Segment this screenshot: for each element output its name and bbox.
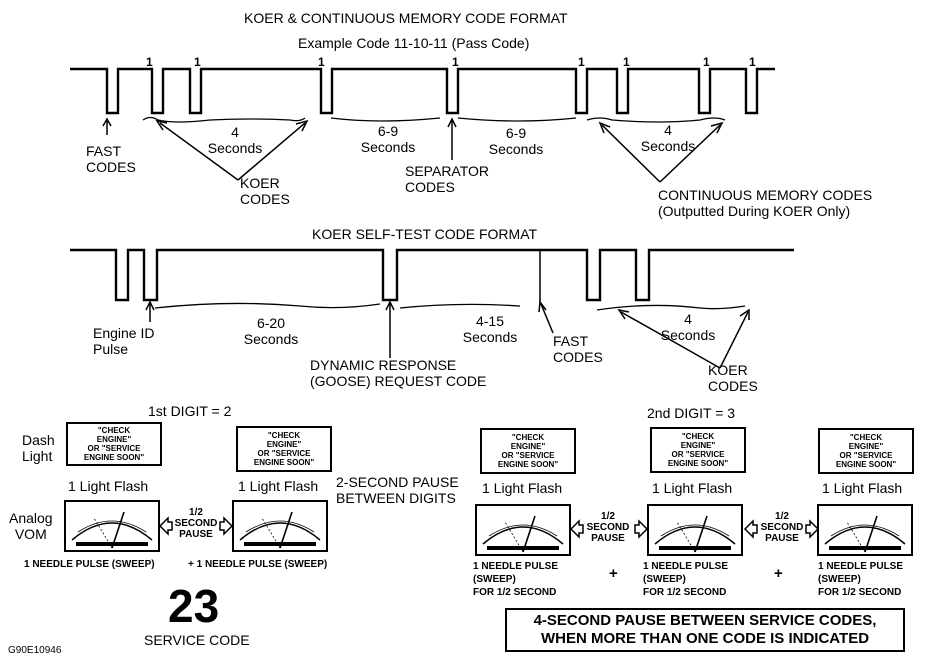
cm-interval-label: 4 Seconds <box>640 122 696 154</box>
check-engine-light: "CHECK ENGINE" OR "SERVICE ENGINE SOON" <box>236 426 332 472</box>
meter-dial-icon <box>239 511 321 549</box>
koer-codes-label-2: KOER CODES <box>708 362 758 394</box>
gap-6-9-label: 6-9 Seconds <box>488 125 544 157</box>
check-engine-light: "CHECK ENGINE" OR "SERVICE ENGINE SOON" <box>650 427 746 473</box>
section2-title: KOER SELF-TEST CODE FORMAT <box>312 226 538 242</box>
dash-light-label: Dash Light <box>22 432 55 464</box>
pulse-label: 1 <box>578 55 585 69</box>
check-engine-light: "CHECK ENGINE" OR "SERVICE ENGINE SOON" <box>480 428 576 474</box>
service-code-number: 23 <box>168 580 220 632</box>
pulse-label: 1 <box>452 55 459 69</box>
service-code-label: SERVICE CODE <box>144 632 250 648</box>
koer-interval-label: 4 Seconds <box>207 124 263 156</box>
plus-sign: + <box>774 565 783 582</box>
needle-pulse-label: 1 NEEDLE PULSE (SWEEP) <box>24 559 155 570</box>
gap-4-15-label: 4-15 Seconds <box>462 313 518 345</box>
pulse-label: 1 <box>623 55 630 69</box>
check-engine-text: "CHECK ENGINE" OR "SERVICE ENGINE SOON" <box>835 433 897 469</box>
check-engine-light: "CHECK ENGINE" OR "SERVICE ENGINE SOON" <box>818 428 914 474</box>
analog-vom-meter <box>64 500 160 552</box>
pulse-label: 1 <box>146 55 153 69</box>
fast-codes-label: FAST CODES <box>86 143 136 175</box>
pulse-label: 1 <box>318 55 325 69</box>
meter-dial-icon <box>824 515 906 553</box>
waveform-koer-self-test <box>70 248 794 302</box>
plus-sign: + <box>609 565 618 582</box>
fast-codes-label-2: FAST CODES <box>553 333 603 365</box>
half-second-pause-label: 1/2 SECOND PAUSE <box>174 507 218 540</box>
half-second-pause-label: 1/2 SECOND PAUSE <box>760 511 804 544</box>
analog-vom-meter <box>232 500 328 552</box>
light-flash-label: 1 Light Flash <box>482 480 563 496</box>
engine-id-label: Engine ID Pulse <box>93 325 155 357</box>
pulse-label: 1 <box>703 55 710 69</box>
gap-6-9-label: 6-9 Seconds <box>360 123 416 155</box>
check-engine-text: "CHECK ENGINE" OR "SERVICE ENGINE SOON" <box>253 431 315 467</box>
figure-id: G90E10946 <box>8 645 62 656</box>
meter-dial-icon <box>71 511 153 549</box>
check-engine-text: "CHECK ENGINE" OR "SERVICE ENGINE SOON" <box>497 433 559 469</box>
meter-dial-icon <box>482 515 564 553</box>
meter-dial-icon <box>654 515 736 553</box>
waveform-koer-continuous <box>70 67 775 115</box>
half-second-pause-label: 1/2 SECOND PAUSE <box>586 511 630 544</box>
analog-vom-meter <box>647 504 743 556</box>
gap-6-20-label: 6-20 Seconds <box>243 315 299 347</box>
light-flash-label: 1 Light Flash <box>652 480 733 496</box>
section1-title: KOER & CONTINUOUS MEMORY CODE FORMAT <box>244 10 568 26</box>
two-second-pause-label: 2-SECOND PAUSE BETWEEN DIGITS <box>336 474 459 506</box>
needle-pulse-label: 1 NEEDLE PULSE (SWEEP) FOR 1/2 SECOND <box>473 561 559 598</box>
continuous-memory-label: CONTINUOUS MEMORY CODES (Outputted Durin… <box>658 187 873 219</box>
section1-subtitle: Example Code 11-10-11 (Pass Code) <box>298 35 530 51</box>
check-engine-light: "CHECK ENGINE" OR "SERVICE ENGINE SOON" <box>66 422 162 466</box>
needle-pulse-label: 1 NEEDLE PULSE (SWEEP) FOR 1/2 SECOND <box>643 561 729 598</box>
needle-pulse-label: + 1 NEEDLE PULSE (SWEEP) <box>188 559 328 570</box>
analog-vom-label: Analog VOM <box>9 510 53 542</box>
light-flash-label: 1 Light Flash <box>238 478 319 494</box>
check-engine-text: "CHECK ENGINE" OR "SERVICE ENGINE SOON" <box>667 432 729 468</box>
light-flash-label: 1 Light Flash <box>68 478 149 494</box>
light-flash-label: 1 Light Flash <box>822 480 903 496</box>
separator-codes-label: SEPARATOR CODES <box>405 163 490 195</box>
second-digit-label: 2nd DIGIT = 3 <box>647 405 736 421</box>
koer-codes-label: KOER CODES <box>240 175 290 207</box>
koer-interval-label-2: 4 Seconds <box>660 311 716 343</box>
needle-pulse-label: 1 NEEDLE PULSE (SWEEP) FOR 1/2 SECOND <box>818 561 904 598</box>
analog-vom-meter <box>475 504 571 556</box>
dynamic-response-label: DYNAMIC RESPONSE (GOOSE) REQUEST CODE <box>310 357 487 389</box>
check-engine-text: "CHECK ENGINE" OR "SERVICE ENGINE SOON" <box>83 426 145 462</box>
first-digit-label: 1st DIGIT = 2 <box>148 403 232 419</box>
service-code-pause-note: 4-SECOND PAUSE BETWEEN SERVICE CODES, WH… <box>505 608 905 652</box>
pulse-label: 1 <box>749 55 756 69</box>
pulse-label: 1 <box>194 55 201 69</box>
analog-vom-meter <box>817 504 913 556</box>
